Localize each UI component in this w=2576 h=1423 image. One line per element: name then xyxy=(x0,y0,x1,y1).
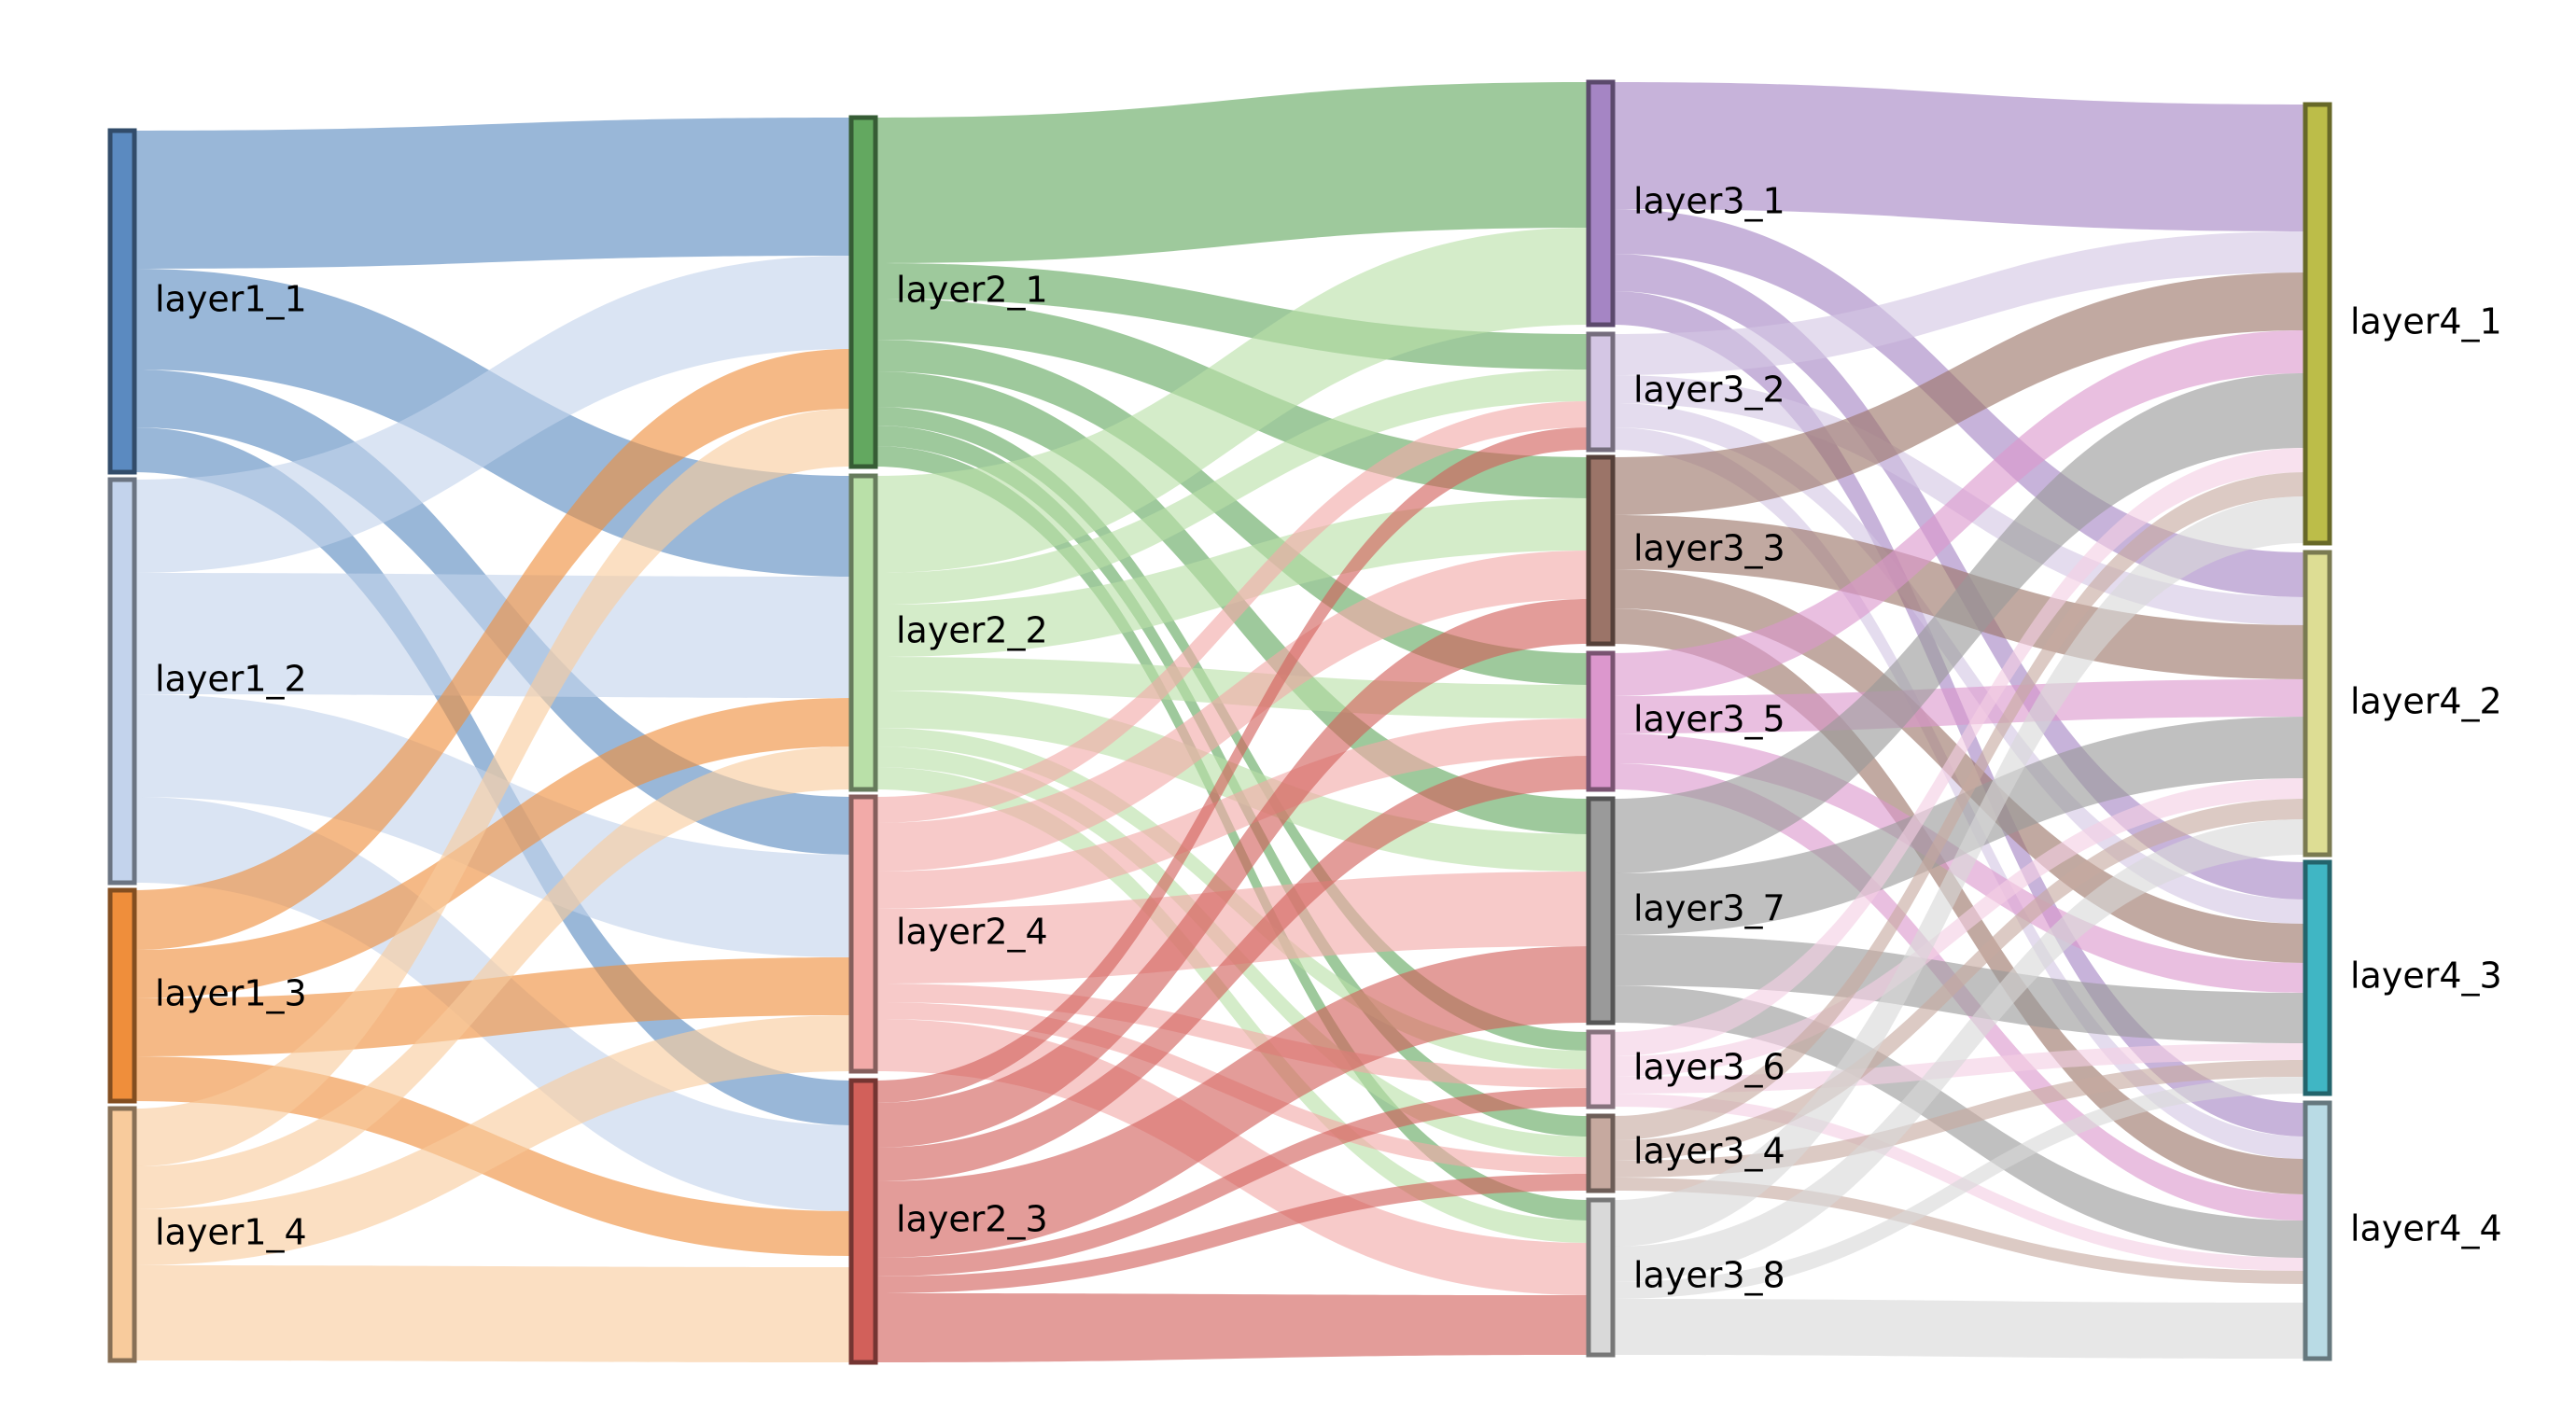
sankey-node-layer4_4[interactable] xyxy=(2303,1100,2332,1361)
sankey-link[interactable] xyxy=(1613,717,2305,935)
sankey-link[interactable] xyxy=(1613,1299,2305,1359)
sankey-link[interactable] xyxy=(875,984,1589,1088)
sankey-node-label-layer3_2: layer3_2 xyxy=(1633,370,1785,411)
sankey-node-layer4_2[interactable] xyxy=(2303,550,2332,858)
sankey-node-label-layer3_6: layer3_6 xyxy=(1633,1047,1785,1088)
sankey-node-label-layer3_1: layer3_1 xyxy=(1633,181,1785,222)
sankey-link[interactable] xyxy=(134,409,851,1166)
sankey-link[interactable] xyxy=(875,340,1589,685)
sankey-node-layer3_5[interactable] xyxy=(1586,650,1616,792)
sankey-link[interactable] xyxy=(1613,448,2305,1056)
sankey-link[interactable] xyxy=(1613,679,2305,733)
sankey-node-layer3_4[interactable] xyxy=(1586,1113,1616,1193)
sankey-link[interactable] xyxy=(1613,819,2305,1282)
sankey-node-layer4_3[interactable] xyxy=(2303,859,2332,1096)
sankey-node-label-layer4_2: layer4_2 xyxy=(2350,681,2502,722)
sankey-link[interactable] xyxy=(875,718,1589,909)
sankey-link[interactable] xyxy=(875,756,1589,1181)
sankey-link[interactable] xyxy=(1613,330,2305,696)
sankey-link[interactable] xyxy=(1613,373,2305,873)
sankey-link[interactable] xyxy=(1613,472,2305,1140)
sankey-link[interactable] xyxy=(875,767,1589,1243)
sankey-node-label-layer1_3: layer1_3 xyxy=(155,973,307,1014)
sankey-link[interactable] xyxy=(134,746,851,1209)
sankey-node-layer3_3[interactable] xyxy=(1586,454,1616,647)
sankey-link[interactable] xyxy=(1613,82,2305,231)
sankey-link[interactable] xyxy=(1613,496,2305,1247)
sankey-node-layer1_1[interactable] xyxy=(107,128,137,475)
sankey-node-layer3_7[interactable] xyxy=(1586,796,1616,1025)
sankey-link[interactable] xyxy=(875,401,1589,823)
sankey-link[interactable] xyxy=(875,599,1589,1148)
sankey-node-layer2_3[interactable] xyxy=(848,1078,878,1365)
sankey-node-label-layer1_1: layer1_1 xyxy=(155,279,307,320)
sankey-link[interactable] xyxy=(875,370,1589,605)
sankey-node-label-layer2_1: layer2_1 xyxy=(896,270,1048,311)
sankey-link[interactable] xyxy=(1613,569,2305,963)
sankey-link[interactable] xyxy=(134,1265,851,1362)
sankey-link[interactable] xyxy=(134,957,851,1056)
sankey-link[interactable] xyxy=(134,349,851,950)
sankey-node-label-layer4_1: layer4_1 xyxy=(2350,301,2502,342)
sankey-node-label-layer3_4: layer3_4 xyxy=(1633,1131,1785,1172)
sankey-links-group xyxy=(134,82,2305,1362)
sankey-node-label-layer2_2: layer2_2 xyxy=(896,610,1048,651)
sankey-link[interactable] xyxy=(1613,403,2305,924)
sankey-link[interactable] xyxy=(875,82,1589,263)
sankey-node-label-layer3_5: layer3_5 xyxy=(1633,699,1785,740)
sankey-node-label-layer3_7: layer3_7 xyxy=(1633,888,1785,929)
sankey-link[interactable] xyxy=(134,1015,851,1265)
sankey-link[interactable] xyxy=(875,551,1589,872)
sankey-node-layer2_1[interactable] xyxy=(848,115,878,469)
sankey-link[interactable] xyxy=(134,698,851,998)
sankey-link[interactable] xyxy=(875,1088,1589,1277)
sankey-link[interactable] xyxy=(1613,231,2305,375)
sankey-node-label-layer4_3: layer4_3 xyxy=(2350,956,2502,997)
sankey-labels-group: layer1_1 layer1_2 layer1_3 layer1_4 layer2_1… xyxy=(155,181,2502,1296)
sankey-node-label-layer2_3: layer2_3 xyxy=(896,1199,1048,1240)
sankey-node-layer1_4[interactable] xyxy=(107,1106,137,1363)
sankey-node-label-layer3_8: layer3_8 xyxy=(1633,1255,1785,1296)
sankey-node-label-layer4_4: layer4_4 xyxy=(2350,1208,2502,1249)
sankey-link[interactable] xyxy=(875,228,1589,573)
sankey-link[interactable] xyxy=(875,946,1589,1258)
sankey-node-layer1_2[interactable] xyxy=(107,477,137,886)
sankey-link[interactable] xyxy=(1613,1178,2305,1284)
sankey-link[interactable] xyxy=(1613,272,2305,515)
sankey-link[interactable] xyxy=(134,256,851,573)
sankey-link[interactable] xyxy=(875,427,1589,1103)
sankey-node-layer2_4[interactable] xyxy=(848,794,878,1074)
sankey-link[interactable] xyxy=(1613,608,2305,1194)
sankey-node-label-layer3_3: layer3_3 xyxy=(1633,528,1785,569)
sankey-link[interactable] xyxy=(1613,427,2305,1159)
sankey-link[interactable] xyxy=(875,1293,1589,1362)
sankey-link[interactable] xyxy=(1613,1060,2305,1178)
sankey-node-layer2_2[interactable] xyxy=(848,473,878,792)
sankey-node-layer3_6[interactable] xyxy=(1586,1029,1616,1109)
sankey-link[interactable] xyxy=(134,118,851,269)
sankey-link[interactable] xyxy=(875,498,1589,657)
sankey-node-label-layer2_4: layer2_4 xyxy=(896,912,1048,953)
sankey-link[interactable] xyxy=(875,1174,1589,1293)
sankey-node-layer3_8[interactable] xyxy=(1586,1197,1616,1358)
sankey-link[interactable] xyxy=(1613,1077,2305,1299)
sankey-node-layer3_2[interactable] xyxy=(1586,331,1616,453)
sankey-node-layer3_1[interactable] xyxy=(1586,79,1616,328)
sankey-node-layer1_3[interactable] xyxy=(107,887,137,1104)
sankey-link[interactable] xyxy=(875,872,1589,984)
sankey-link[interactable] xyxy=(875,446,1589,1221)
sankey-link[interactable] xyxy=(1613,778,2305,1077)
sankey-node-layer4_1[interactable] xyxy=(2303,102,2332,546)
sankey-link[interactable] xyxy=(1613,799,2305,1161)
sankey-nodes-group xyxy=(107,79,2332,1365)
sankey-node-label-layer1_2: layer1_2 xyxy=(155,659,307,700)
sankey-node-label-layer1_4: layer1_4 xyxy=(155,1212,307,1253)
